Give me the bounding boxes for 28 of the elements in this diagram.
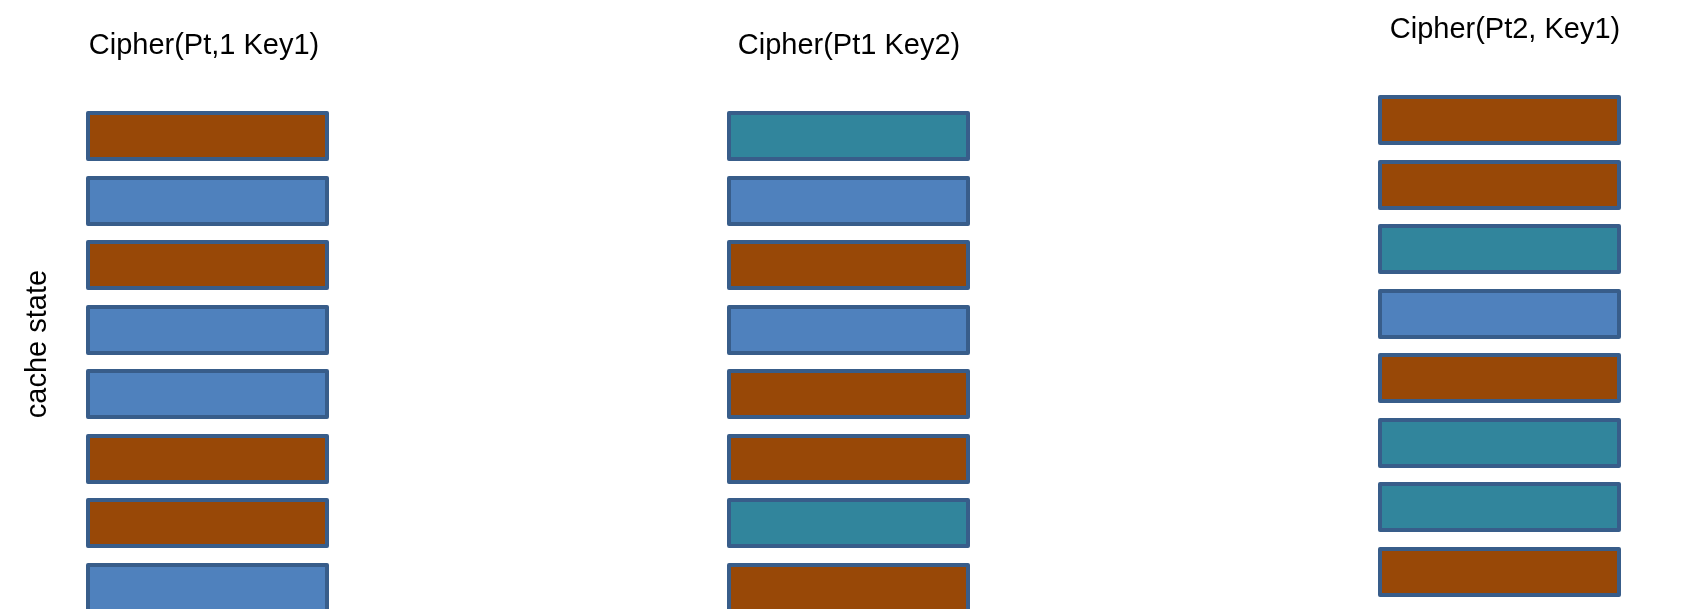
column-title: Cipher(Pt,1 Key1): [88, 28, 320, 61]
cache-line-bar: [86, 240, 329, 290]
column-title: Cipher(Pt1 Key2): [737, 28, 961, 61]
cache-line-bar: [1378, 417, 1621, 468]
cache-line-bar: [86, 369, 329, 419]
cache-line-bar: [727, 562, 970, 609]
cache-line-bar: [1378, 546, 1621, 597]
cache-line-bar: [727, 433, 970, 484]
cache-line-bar: [86, 304, 329, 355]
cache-line-bar: [727, 111, 970, 161]
cache-line-bar: [86, 498, 329, 548]
cache-line-bar: [86, 111, 329, 161]
cache-line-bar: [86, 433, 329, 484]
axis-label: cache state: [19, 269, 53, 419]
cache-line-bar: [1378, 482, 1621, 532]
cache-line-bar: [1378, 159, 1621, 210]
cache-line-bar: [727, 175, 970, 226]
cache-line-bar: [727, 240, 970, 290]
cache-line-bar: [86, 562, 329, 609]
cache-line-bar: [1378, 95, 1621, 145]
cache-line-bar: [727, 304, 970, 355]
cache-line-bar: [727, 369, 970, 419]
column-title: Cipher(Pt2, Key1): [1389, 12, 1621, 45]
cache-line-bar: [1378, 224, 1621, 274]
cache-line-bar: [1378, 288, 1621, 339]
cache-line-bar: [1378, 353, 1621, 403]
cache-line-bar: [727, 498, 970, 548]
cache-line-bar: [86, 175, 329, 226]
